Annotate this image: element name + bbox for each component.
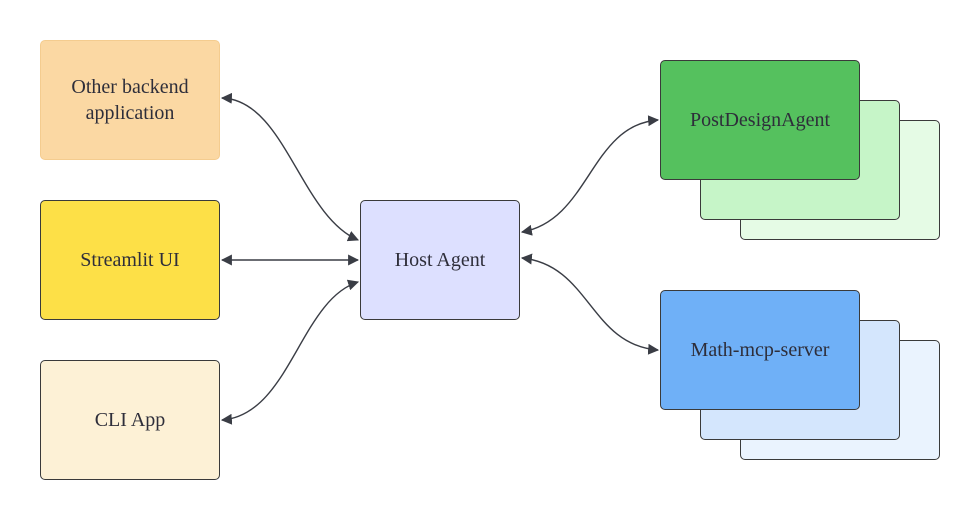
post-design-agent-node: PostDesignAgent <box>660 60 860 180</box>
connector-host-cli <box>220 279 360 425</box>
streamlit-ui-label: Streamlit UI <box>80 249 180 271</box>
cli-app-node: CLI App <box>40 360 220 480</box>
cli-app-label: CLI App <box>94 409 166 431</box>
connector-host-math-mcp-server <box>520 253 660 355</box>
other-backend-application-node: Other backend application <box>40 40 220 160</box>
connector-host-post-design-agent <box>520 115 660 236</box>
connector-host-other-backend <box>220 92 360 242</box>
other-backend-application-label: Other backend application <box>71 76 189 124</box>
host-agent-node: Host Agent <box>360 200 520 320</box>
post-design-agent-label: PostDesignAgent <box>690 109 830 131</box>
host-agent-label: Host Agent <box>394 249 486 271</box>
math-mcp-server-node: Math-mcp-server <box>660 290 860 410</box>
streamlit-ui-node: Streamlit UI <box>40 200 220 320</box>
math-mcp-server-label: Math-mcp-server <box>690 339 830 361</box>
